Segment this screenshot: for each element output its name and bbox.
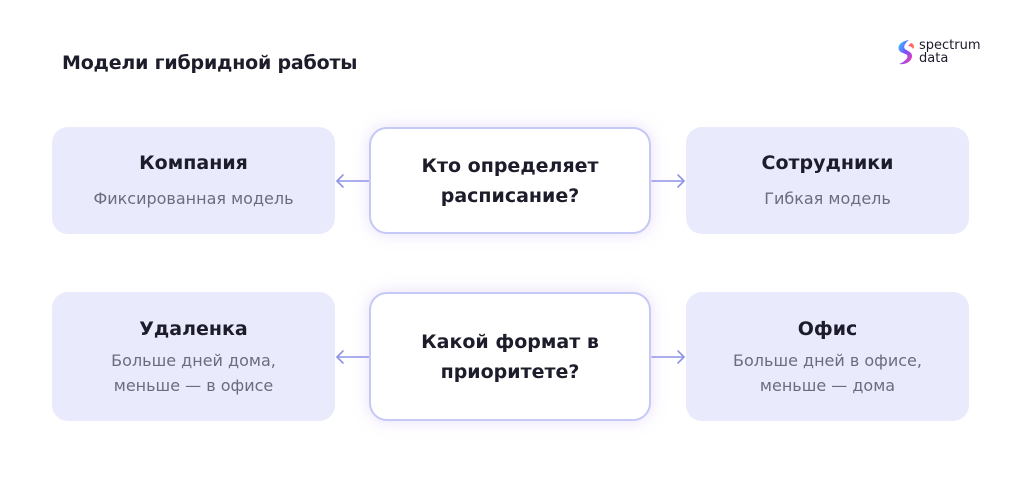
- option-box-office: Офис Больше дней в офисе, меньше — дома: [686, 292, 969, 421]
- option-subtitle: Больше дней в офисе, меньше — дома: [686, 348, 969, 398]
- option-subtitle-line2: меньше — в офисе: [113, 376, 274, 395]
- option-box-company: Компания Фиксированная модель: [52, 127, 335, 234]
- option-title: Офис: [797, 318, 858, 340]
- option-title: Сотрудники: [761, 152, 894, 174]
- arrow-left-row2: [336, 350, 370, 364]
- option-title: Удаленка: [139, 318, 248, 340]
- logo-text-line1: spectrum: [919, 38, 981, 53]
- logo-text-line2: data: [919, 51, 949, 66]
- arrow-right-row2: [651, 350, 685, 364]
- option-box-employees: Сотрудники Гибкая модель: [686, 127, 969, 234]
- question-text: Кто определяет расписание?: [410, 151, 610, 211]
- arrow-left-row1: [336, 174, 370, 188]
- option-title: Компания: [139, 152, 248, 174]
- spectrum-data-logo: spectrum data: [893, 38, 993, 70]
- question-text: Какой формат в приоритете?: [410, 327, 610, 387]
- arrow-right-row1: [651, 174, 685, 188]
- spectrum-logo-icon: [898, 40, 915, 65]
- option-subtitle-line1: Больше дней дома,: [111, 351, 276, 370]
- option-subtitle-line1: Больше дней в офисе,: [733, 351, 922, 370]
- question-text-label: Кто определяет расписание?: [421, 154, 599, 207]
- question-box-schedule: Кто определяет расписание?: [369, 127, 651, 234]
- logo-text: spectrum data: [919, 39, 981, 65]
- option-subtitle: Гибкая модель: [764, 189, 891, 208]
- question-text-label: Какой формат в приоритете?: [421, 330, 599, 383]
- option-subtitle: Фиксированная модель: [93, 189, 294, 208]
- option-subtitle-line2: меньше — дома: [759, 376, 896, 395]
- option-subtitle: Больше дней дома, меньше — в офисе: [52, 348, 335, 398]
- diagram-title: Модели гибридной работы: [62, 52, 358, 74]
- option-box-remote: Удаленка Больше дней дома, меньше — в оф…: [52, 292, 335, 421]
- question-box-format: Какой формат в приоритете?: [369, 292, 651, 421]
